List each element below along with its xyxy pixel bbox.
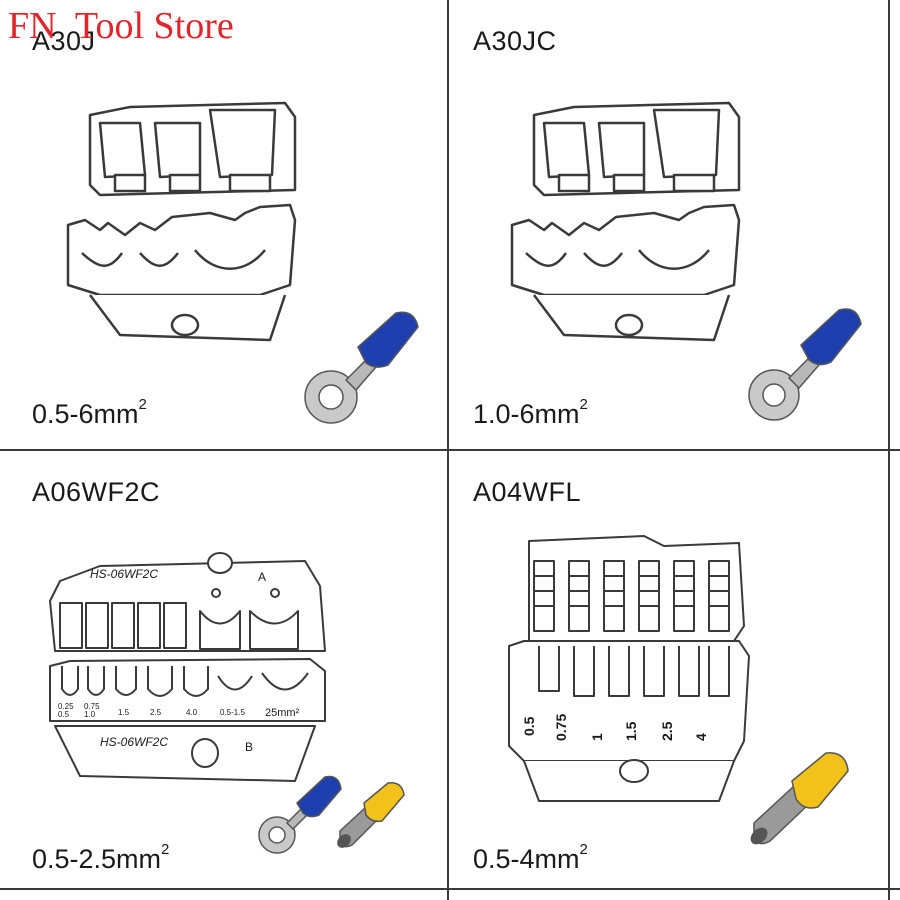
slot-label: 0.5 <box>58 710 70 719</box>
ferrule-terminal-icon <box>750 752 849 845</box>
ferrule-terminal-icon <box>337 782 405 848</box>
crimp-die-illustration <box>66 101 297 342</box>
panel-a30j: A30J 0.5-6mm2 <box>0 0 447 449</box>
slot-label: 1.5 <box>623 721 639 741</box>
panel-a04wfl: A04WFL 0.5 0.75 1 1.5 <box>449 451 888 888</box>
model-label: A06WF2C <box>32 477 161 507</box>
ring-terminal-icon <box>748 308 862 421</box>
slot-label: 1.5 <box>118 708 130 717</box>
ring-terminal-icon <box>258 775 342 854</box>
die-top-label: HS-06WF2C <box>90 567 158 581</box>
crimp-die-illustration <box>510 101 741 342</box>
watermark: FN Tool Store <box>8 5 234 47</box>
slot-label: 1.0 <box>84 710 96 719</box>
slot-label: 2.5 <box>150 708 162 717</box>
slot-label: 25mm² <box>265 707 300 719</box>
model-label: A04WFL <box>473 477 582 507</box>
slot-label: 0.5 <box>521 716 537 736</box>
model-label: A30JC <box>473 26 557 56</box>
size-range-label: 0.5-4mm2 <box>473 841 588 874</box>
slot-label: 1 <box>589 733 605 741</box>
model-label: A30J <box>32 26 96 56</box>
grid-line-horizontal-middle <box>0 449 900 451</box>
slot-label: 0.25 <box>58 702 74 711</box>
ring-terminal-icon <box>304 311 419 424</box>
size-range-label: 1.0-6mm2 <box>473 396 588 429</box>
die-bottom-letter: B <box>245 740 253 754</box>
die-bottom-label: HS-06WF2C <box>100 735 168 749</box>
panel-a06wf2c: A06WF2C HS-06WF <box>0 451 447 888</box>
crimp-die-illustration: 0.5 0.75 1 1.5 2.5 4 <box>508 535 750 802</box>
slot-label: 4.0 <box>186 708 198 717</box>
crimp-die-illustration: HS-06WF2C A HS-06WF2C B 0.25 0.5 0.75 1.… <box>49 552 326 782</box>
slot-label: 0.75 <box>84 702 100 711</box>
size-range-label: 0.5-2.5mm2 <box>32 841 170 874</box>
grid-line-horizontal-bottom <box>0 888 900 890</box>
slot-label: 2.5 <box>659 721 675 741</box>
slot-label: 0.75 <box>553 714 569 741</box>
size-range-label: 0.5-6mm2 <box>32 396 147 429</box>
slot-label: 0.5-1.5 <box>220 708 245 717</box>
die-top-letter: A <box>258 570 266 584</box>
slot-label: 4 <box>693 733 709 741</box>
panel-a30jc: A30JC 1.0-6mm2 <box>449 0 888 449</box>
